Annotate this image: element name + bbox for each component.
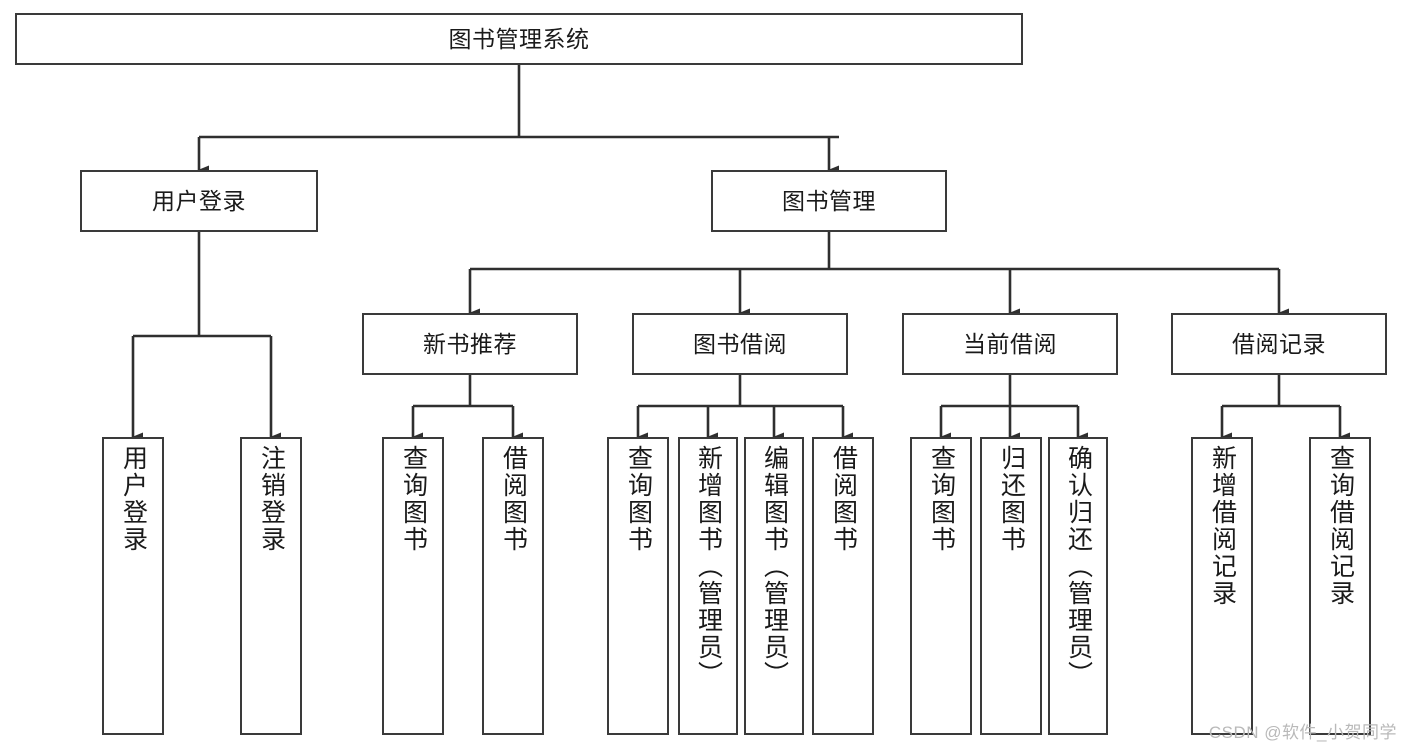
leaf-current-borrow-return-label: 归还图书 [997,445,1026,553]
leaf-book-borrow-borrow[interactable]: 借阅图书 [812,437,874,735]
leaf-book-borrow-borrow-label: 借阅图书 [829,445,858,553]
node-root[interactable]: 图书管理系统 [15,13,1023,65]
node-book-borrow[interactable]: 图书借阅 [632,313,848,375]
node-user-login-label: 用户登录 [152,187,246,214]
csdn-watermark: CSDN @软件_小贺同学 [1208,723,1397,742]
leaf-new-book-borrow[interactable]: 借阅图书 [482,437,544,735]
node-new-book-recommend[interactable]: 新书推荐 [362,313,578,375]
leaf-book-borrow-edit-label: 编辑图书（管理员） [760,445,789,688]
node-current-borrow[interactable]: 当前借阅 [902,313,1118,375]
leaf-user-login-logout-label: 注销登录 [257,445,286,553]
node-new-book-recommend-label: 新书推荐 [423,330,517,357]
node-book-borrow-label: 图书借阅 [693,330,787,357]
leaf-book-borrow-edit[interactable]: 编辑图书（管理员） [744,437,804,735]
node-borrow-record[interactable]: 借阅记录 [1171,313,1387,375]
leaf-user-login-login-label: 用户登录 [119,445,148,553]
leaf-book-borrow-add-label: 新增图书（管理员） [694,445,723,688]
leaf-borrow-record-query-label: 查询借阅记录 [1326,445,1355,607]
leaf-current-borrow-query[interactable]: 查询图书 [910,437,972,735]
leaf-user-login-logout[interactable]: 注销登录 [240,437,302,735]
node-book-management[interactable]: 图书管理 [711,170,947,232]
leaf-book-borrow-query[interactable]: 查询图书 [607,437,669,735]
leaf-current-borrow-confirm[interactable]: 确认归还（管理员） [1048,437,1108,735]
leaf-book-borrow-query-label: 查询图书 [624,445,653,553]
leaf-new-book-query-label: 查询图书 [399,445,428,553]
node-book-management-label: 图书管理 [782,187,876,214]
leaf-current-borrow-query-label: 查询图书 [927,445,956,553]
leaf-new-book-query[interactable]: 查询图书 [382,437,444,735]
leaf-current-borrow-confirm-label: 确认归还（管理员） [1064,445,1093,688]
leaf-borrow-record-add[interactable]: 新增借阅记录 [1191,437,1253,735]
node-root-label: 图书管理系统 [448,25,590,52]
leaf-new-book-borrow-label: 借阅图书 [499,445,528,553]
leaf-current-borrow-return[interactable]: 归还图书 [980,437,1042,735]
leaf-borrow-record-query[interactable]: 查询借阅记录 [1309,437,1371,735]
node-current-borrow-label: 当前借阅 [963,330,1057,357]
leaf-borrow-record-add-label: 新增借阅记录 [1208,445,1237,607]
leaf-book-borrow-add[interactable]: 新增图书（管理员） [678,437,738,735]
node-user-login[interactable]: 用户登录 [80,170,318,232]
leaf-user-login-login[interactable]: 用户登录 [102,437,164,735]
node-borrow-record-label: 借阅记录 [1232,330,1326,357]
